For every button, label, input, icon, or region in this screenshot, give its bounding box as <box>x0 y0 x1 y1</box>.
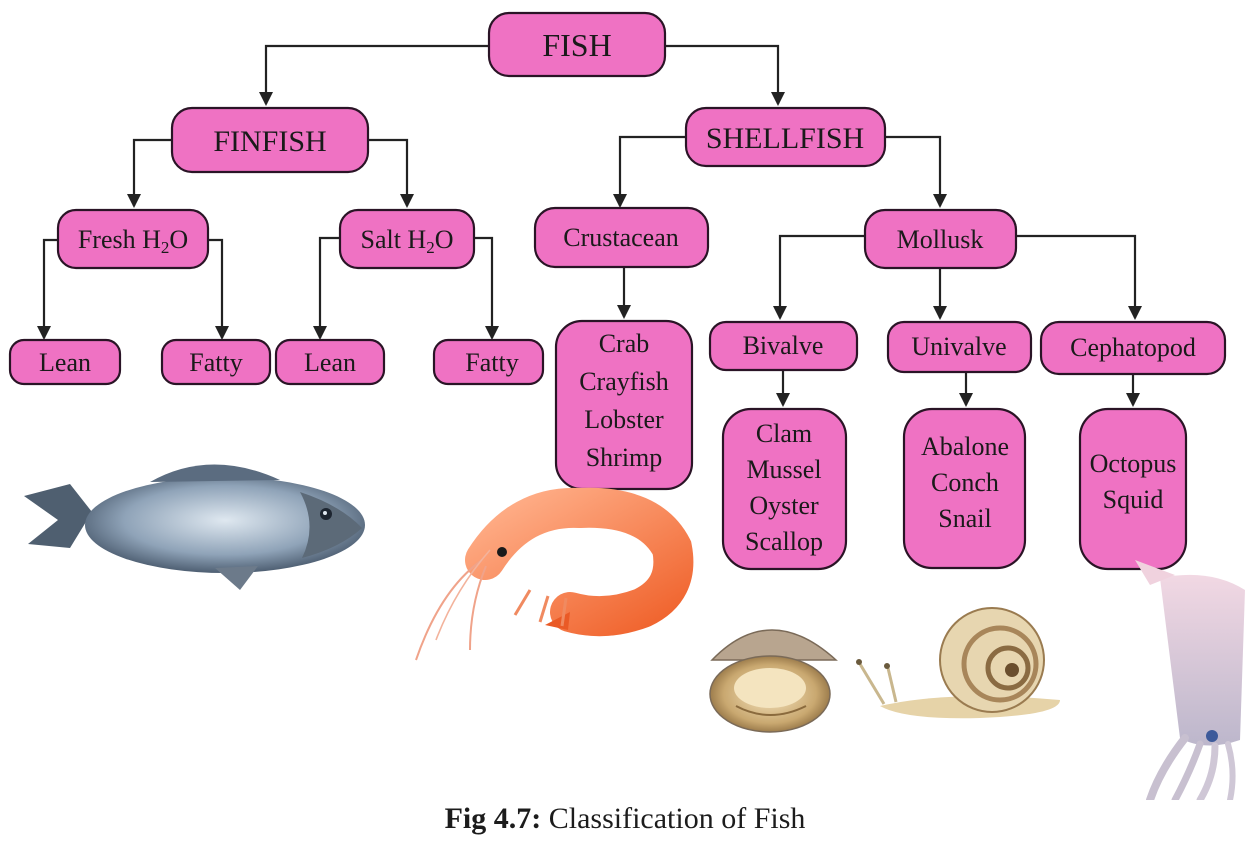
univalve-example-2: Conch <box>931 468 999 497</box>
node-bivalve: Bivalve <box>710 322 857 370</box>
connector-fish-shellfish <box>665 46 778 104</box>
node-bivalve-examples: Clam Mussel Oyster Scallop <box>723 409 846 569</box>
node-cephalopod-examples: Octopus Squid <box>1080 409 1186 569</box>
node-crustacean-label: Crustacean <box>563 223 679 252</box>
snail-illustration <box>856 608 1060 718</box>
connector-shellfish-crustacean <box>620 137 686 206</box>
clam-illustration <box>710 630 836 732</box>
caption-text: Classification of Fish <box>541 802 805 835</box>
bivalve-example-1: Clam <box>756 419 812 448</box>
node-lean-fresh-label: Lean <box>39 348 91 377</box>
node-salt-water: Salt H2O <box>340 210 474 268</box>
crustacean-example-3: Lobster <box>584 405 664 434</box>
connector-finfish-fresh <box>134 140 172 206</box>
connector-finfish-salt <box>368 140 407 206</box>
node-bivalve-label: Bivalve <box>743 331 824 360</box>
cephalopod-example-2: Squid <box>1103 485 1164 514</box>
bivalve-example-4: Scallop <box>745 527 823 556</box>
node-mollusk: Mollusk <box>865 210 1016 268</box>
connector-fresh-lean <box>44 240 58 338</box>
crustacean-example-1: Crab <box>599 329 650 358</box>
bivalve-example-3: Oyster <box>749 491 819 520</box>
bivalve-example-2: Mussel <box>746 455 821 484</box>
fish-classification-diagram: FISH FINFISH SHELLFISH Fresh H2O Salt H2… <box>0 0 1250 800</box>
node-fatty-fresh: Fatty <box>162 340 270 384</box>
connector-fresh-fatty <box>208 240 222 338</box>
caption-label: Fig 4.7: <box>445 802 542 835</box>
node-fresh-water-label: Fresh H2O <box>78 225 188 257</box>
crustacean-example-4: Shrimp <box>586 443 663 472</box>
node-lean-salt: Lean <box>276 340 384 384</box>
shrimp-illustration <box>416 508 673 660</box>
figure-caption: Fig 4.7: Classification of Fish <box>0 802 1250 836</box>
crustacean-example-2: Crayfish <box>579 367 669 396</box>
node-fatty-salt-label: Fatty <box>465 348 518 377</box>
univalve-example-3: Snail <box>938 504 991 533</box>
node-mollusk-label: Mollusk <box>897 225 984 254</box>
connector-mollusk-bivalve <box>780 236 865 318</box>
univalve-example-1: Abalone <box>921 432 1009 461</box>
node-fatty-fresh-label: Fatty <box>189 348 242 377</box>
node-fatty-salt: Fatty <box>434 340 543 384</box>
cephalopod-example-1: Octopus <box>1090 449 1177 478</box>
node-salt-water-label: Salt H2O <box>360 225 453 257</box>
node-crustacean: Crustacean <box>535 208 708 267</box>
node-lean-salt-label: Lean <box>304 348 356 377</box>
node-finfish: FINFISH <box>172 108 368 172</box>
fish-illustration <box>24 464 365 590</box>
connector-shellfish-mollusk <box>885 137 940 206</box>
node-cephalopod: Cephatopod <box>1041 322 1225 374</box>
node-univalve-label: Univalve <box>911 332 1006 361</box>
node-shellfish-label: SHELLFISH <box>706 122 864 155</box>
node-fresh-water: Fresh H2O <box>58 210 208 268</box>
node-univalve-examples: Abalone Conch Snail <box>904 409 1025 568</box>
node-shellfish: SHELLFISH <box>686 108 885 166</box>
node-fish: FISH <box>489 13 665 76</box>
node-univalve: Univalve <box>888 322 1031 372</box>
connector-mollusk-cephalopod <box>1016 236 1135 318</box>
node-lean-fresh: Lean <box>10 340 120 384</box>
node-finfish-label: FINFISH <box>213 125 326 158</box>
connector-fish-finfish <box>266 46 489 104</box>
squid-illustration <box>1135 560 1245 800</box>
connector-salt-fatty <box>474 238 492 338</box>
connector-salt-lean <box>320 238 340 338</box>
node-crustacean-examples: Crab Crayfish Lobster Shrimp <box>556 321 692 489</box>
node-cephalopod-label: Cephatopod <box>1070 333 1196 362</box>
node-fish-label: FISH <box>542 27 611 63</box>
